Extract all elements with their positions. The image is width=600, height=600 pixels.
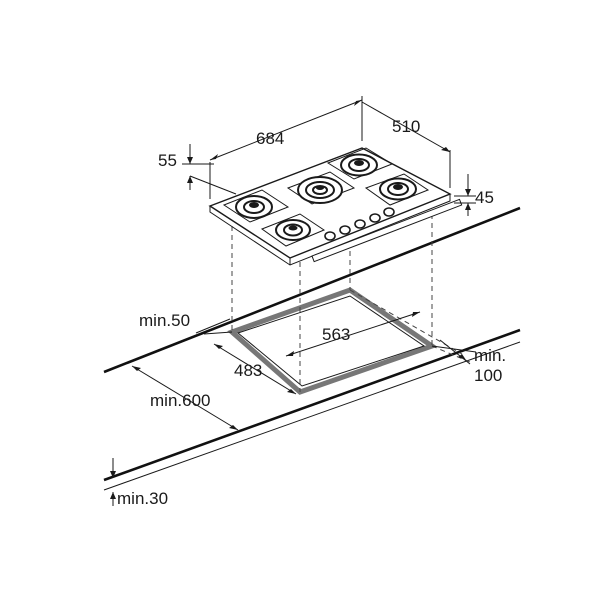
knob-4 bbox=[369, 213, 381, 223]
label-worktop-depth: min.600 bbox=[150, 391, 210, 410]
dim-line-depth bbox=[361, 101, 451, 153]
dim-line-width bbox=[209, 99, 363, 161]
dimension-lines bbox=[110, 96, 477, 506]
dim-line-cutout-width bbox=[285, 311, 421, 357]
label-wall-clearance: min.50 bbox=[139, 311, 190, 330]
label-hob-width: 684 bbox=[256, 129, 284, 148]
dim-line-worktop-depth bbox=[131, 365, 239, 431]
label-cutout-depth: 483 bbox=[234, 361, 262, 380]
label-worktop-thickness: min.30 bbox=[117, 489, 168, 508]
worktop-front-edge-top bbox=[103, 328, 521, 482]
hob bbox=[208, 147, 463, 266]
worktop bbox=[103, 206, 521, 491]
pan-support-left-rear bbox=[222, 189, 290, 223]
worktop-front-edge-bottom bbox=[103, 341, 521, 491]
label-front-offset: 55 bbox=[158, 151, 177, 170]
knob-1 bbox=[324, 231, 336, 241]
dim-line-cutout-depth bbox=[213, 343, 297, 395]
knob-5 bbox=[383, 207, 395, 217]
label-cutout-width: 563 bbox=[322, 325, 350, 344]
burner-left-front bbox=[275, 219, 311, 241]
pan-support-right-rear bbox=[326, 147, 394, 180]
burner-left-rear bbox=[235, 195, 273, 219]
knob-3 bbox=[354, 219, 366, 229]
label-hob-height: 45 bbox=[475, 188, 494, 207]
burner-center bbox=[297, 176, 343, 204]
pan-support-left-front bbox=[260, 213, 326, 247]
cutout-inner-edge bbox=[236, 295, 426, 387]
burner-right-rear bbox=[340, 153, 378, 177]
hob-base-plate bbox=[311, 198, 463, 263]
worktop-back-edge bbox=[103, 206, 521, 374]
label-back-clearance-line2: 100 bbox=[474, 366, 502, 385]
dimension-labels: 684 510 45 55 563 483 min.50 min.600 min… bbox=[117, 117, 506, 508]
control-knobs bbox=[324, 207, 395, 241]
label-hob-depth: 510 bbox=[392, 117, 420, 136]
knob-2 bbox=[339, 225, 351, 235]
burner-right-front bbox=[379, 177, 417, 201]
label-back-clearance-line1: min. bbox=[474, 346, 506, 365]
projection-lines bbox=[231, 214, 471, 392]
